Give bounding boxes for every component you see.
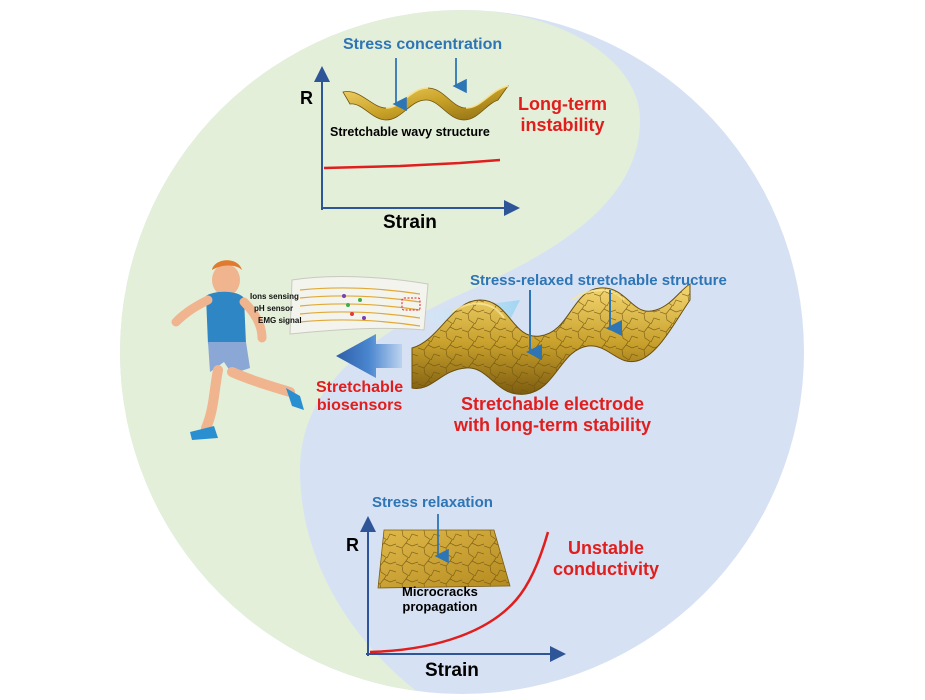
microcracks-label: Microcracks propagation bbox=[402, 584, 478, 614]
sensor-label-ph: pH sensor bbox=[254, 304, 294, 313]
big-left-arrow bbox=[336, 334, 402, 378]
biosensors-line1: Stretchable bbox=[316, 379, 404, 396]
bottom-y-axis-label: R bbox=[346, 535, 359, 555]
green-half bbox=[120, 10, 640, 694]
top-resistance-curve bbox=[323, 158, 501, 170]
electrode-label: Stretchable electrode with long-term sta… bbox=[454, 394, 651, 436]
sensor-patch bbox=[289, 276, 429, 335]
top-outcome-line2: instability bbox=[520, 115, 605, 135]
runner-figure bbox=[171, 260, 304, 440]
bottom-outcome-line1: Unstable bbox=[567, 538, 645, 558]
bottom-outcome-label: Unstable conductivity bbox=[553, 538, 659, 580]
sensor-label-emg: EMG signal bbox=[258, 316, 302, 325]
top-plot bbox=[314, 58, 520, 216]
biosensors-line2: biosensors bbox=[316, 397, 403, 414]
stress-relaxation-label: Stress relaxation bbox=[372, 494, 493, 511]
biosensors-label: Stretchable biosensors bbox=[316, 379, 403, 415]
top-outcome-label: Long-term instability bbox=[518, 94, 607, 136]
wavy-structure-label: Stretchable wavy structure bbox=[330, 125, 490, 139]
middle-electrode bbox=[336, 283, 691, 395]
sensor-label-ions: Ions sensing bbox=[250, 292, 299, 301]
bottom-x-axis-label: Strain bbox=[425, 660, 479, 681]
stress-relaxed-label: Stress-relaxed stretchable structure bbox=[470, 272, 727, 289]
stress-concentration-label: Stress concentration bbox=[343, 36, 503, 53]
top-x-axis-label: Strain bbox=[383, 212, 437, 233]
electrode-line1: Stretchable electrode bbox=[460, 394, 645, 414]
bottom-outcome-line2: conductivity bbox=[553, 559, 660, 579]
electrode-line2: with long-term stability bbox=[454, 415, 652, 435]
microcracks-line1: Microcracks bbox=[402, 584, 478, 599]
microcracks-line2: propagation bbox=[402, 599, 478, 614]
top-y-axis-label: R bbox=[300, 88, 313, 108]
bottom-plot bbox=[360, 514, 566, 662]
bottom-resistance-curve bbox=[369, 531, 550, 654]
top-outcome-line1: Long-term bbox=[518, 94, 607, 114]
